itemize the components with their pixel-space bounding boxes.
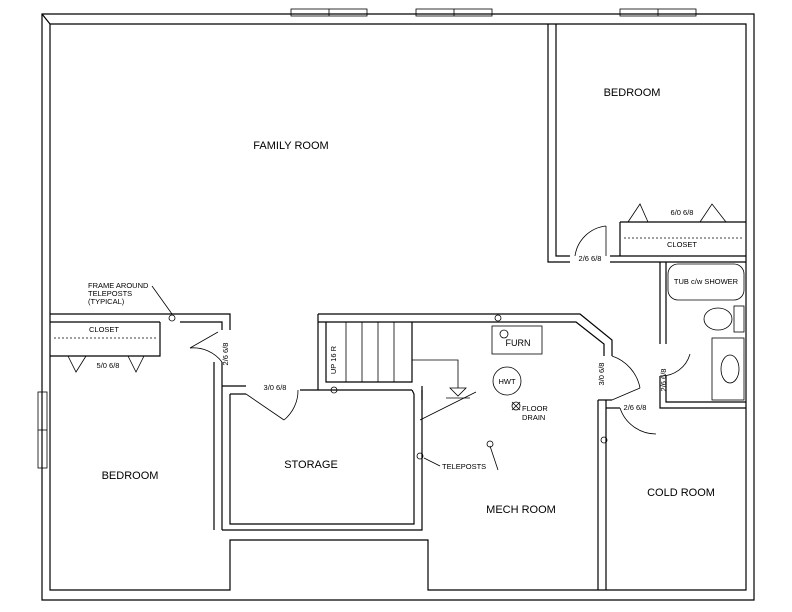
mech-equipment [491, 325, 543, 411]
door-mech: 3/0 6/8 [597, 363, 606, 386]
stairs [317, 322, 477, 421]
bathroom-walls [659, 262, 746, 409]
label-mech-room: MECH ROOM [486, 504, 556, 516]
door-left-bed: 2/6 6/8 [221, 343, 230, 366]
window-left [37, 391, 48, 469]
mech-cold-walls [317, 313, 657, 590]
note-teleposts: TELEPOSTS [442, 462, 486, 471]
label-tub: TUB c/w SHOWER [674, 277, 739, 286]
telepost-left [168, 314, 176, 322]
door-bed-top-closet: 6/0 6/8 [671, 208, 694, 217]
toilet [703, 307, 733, 331]
teleposts [151, 285, 502, 471]
label-furnace: FURN [506, 338, 531, 348]
door-bath: 2/6 6/8 [659, 369, 668, 392]
sink [720, 354, 740, 384]
furnace-vent-icon [499, 329, 509, 339]
label-storage: STORAGE [284, 459, 338, 471]
note-frame-2: TELEPOSTS [88, 289, 132, 298]
note-frame-1: FRAME AROUND [88, 281, 149, 290]
door-bed-top: 2/6 6/8 [579, 254, 602, 263]
door-cold-room: 2/6 6/8 [624, 403, 647, 412]
bedroom-left-walls [50, 313, 231, 530]
label-hwt: HWT [498, 377, 515, 386]
label-closet-top: CLOSET [667, 240, 697, 249]
bathtub [667, 263, 745, 301]
label-bedroom-left: BEDROOM [102, 470, 159, 482]
floor-drain-icon [511, 401, 521, 411]
label-floor-drain-2: DRAIN [522, 413, 545, 422]
door-storage: 3/0 6/8 [264, 383, 287, 392]
furnace [491, 325, 543, 355]
label-floor-drain-1: FLOOR [522, 404, 548, 413]
hot-water-tank [492, 366, 522, 396]
exterior-walls [41, 13, 755, 601]
door-left-closet: 5/0 6/8 [97, 361, 120, 370]
label-bedroom-top: BEDROOM [604, 87, 661, 99]
label-family-room: FAMILY ROOM [253, 140, 328, 152]
note-frame-3: (TYPICAL) [88, 297, 125, 306]
bedroom-top-walls [547, 24, 746, 263]
storage-walls [221, 385, 423, 531]
label-cold-room: COLD ROOM [647, 487, 715, 499]
label-stairs: UP 16 R [329, 345, 338, 374]
windows-top [290, 8, 697, 17]
label-closet-left: CLOSET [89, 325, 119, 334]
